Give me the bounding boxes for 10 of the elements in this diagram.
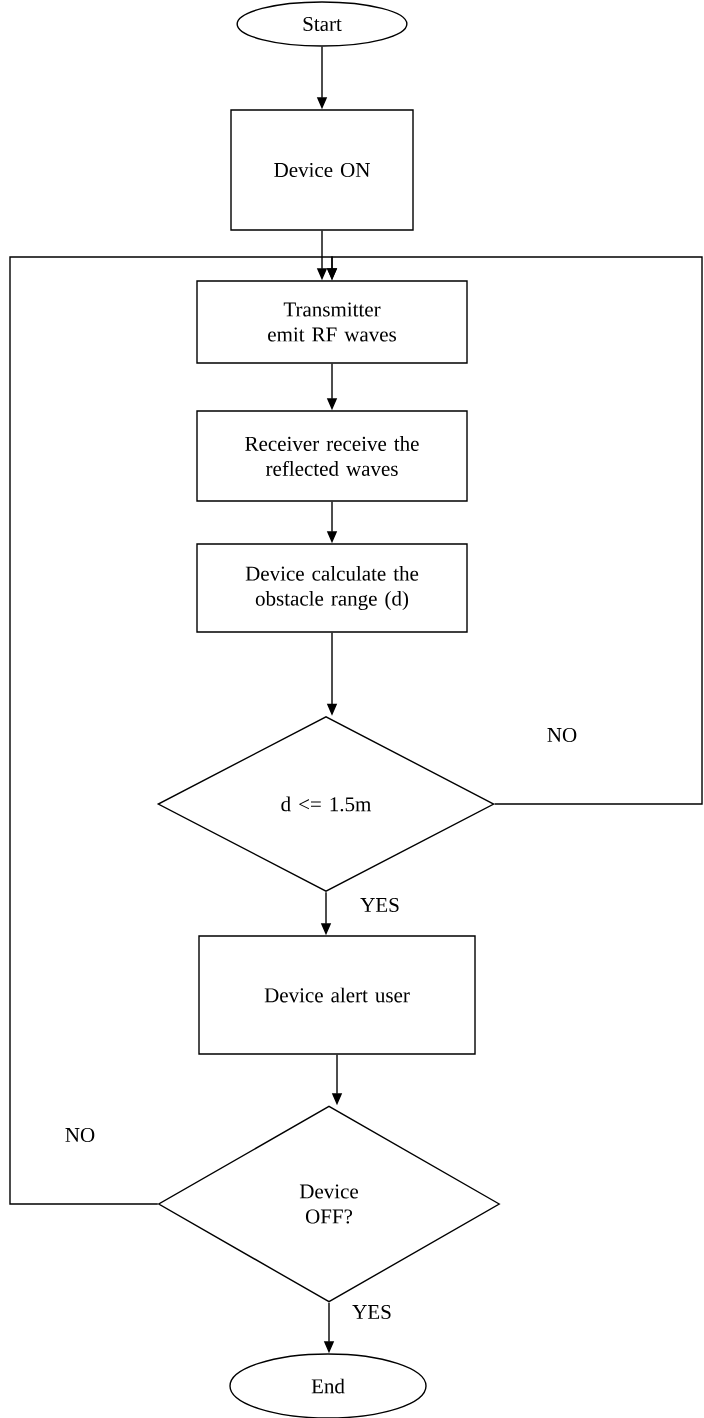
process-box: Device calculate the obstacle range (d) [196, 543, 468, 633]
process-box: Device alert user [198, 935, 476, 1055]
edge-label: NO [544, 725, 580, 745]
edge-label: NO [62, 1125, 98, 1145]
edge-label: YES [350, 1302, 394, 1322]
process-box: Receiver receive the reflected waves [196, 410, 468, 502]
edge-label: YES [358, 895, 402, 915]
arrow [9, 256, 338, 1205]
process-box: Device ON [230, 109, 414, 231]
process-box: Transmitter emit RF waves [196, 280, 468, 364]
